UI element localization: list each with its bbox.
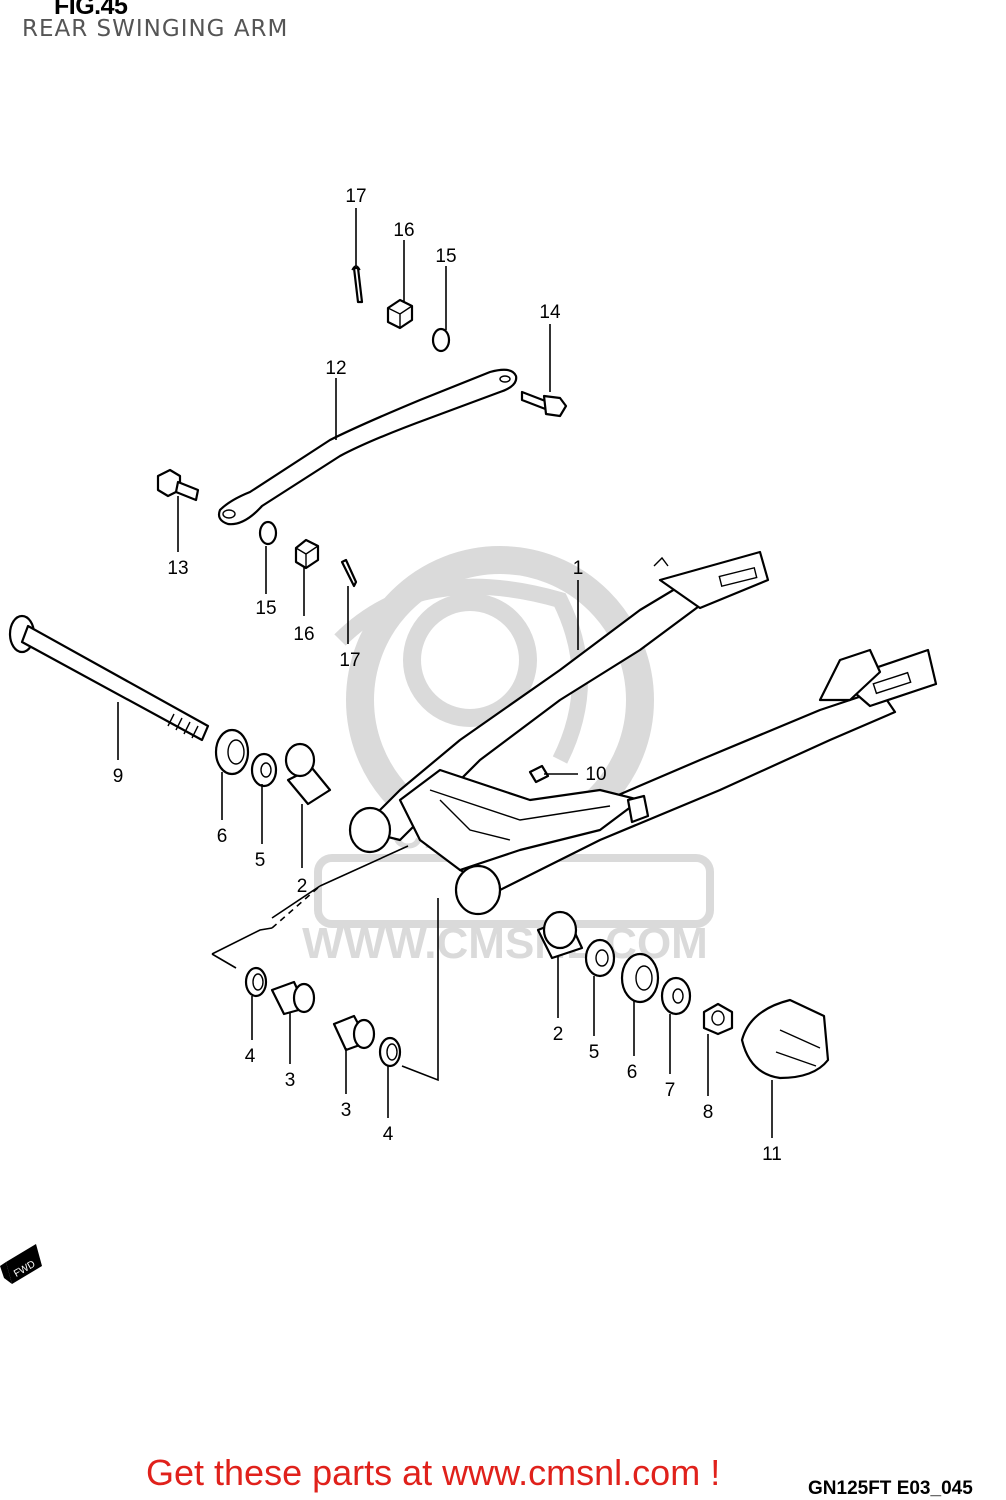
bushing-right-icon [536, 910, 584, 960]
callout-part-9: 9 [113, 766, 124, 787]
pivot-nut-icon [702, 1002, 734, 1036]
figure-number: FIG.45 [54, 0, 128, 20]
callout-part-6-left: 6 [217, 826, 228, 847]
washer-lower-icon [258, 520, 278, 546]
callout-part-6-right: 6 [627, 1062, 638, 1083]
washer-7-icon [660, 976, 692, 1016]
callout-part-3-left: 3 [285, 1070, 296, 1091]
get-parts-link[interactable]: Get these parts at www.cmsnl.com ! [146, 1452, 721, 1493]
cotter-pin-top-icon [351, 265, 364, 304]
callout-part-16-lower: 16 [293, 624, 314, 645]
leader-lines [117, 208, 773, 1138]
diagram-code: GN125FT E03_045 [808, 1478, 973, 1499]
callout-part-4-center: 4 [383, 1124, 394, 1145]
callout-part-17-top: 17 [345, 186, 366, 207]
callout-part-13: 13 [167, 558, 188, 579]
bearing-left-icon [270, 980, 316, 1016]
callout-part-1: 1 [573, 558, 584, 579]
dust-seal-left-icon [214, 728, 250, 776]
torque-link-icon [217, 368, 518, 526]
callout-part-17-lower: 17 [339, 650, 360, 671]
callout-part-8: 8 [703, 1102, 714, 1123]
callout-part-5-left: 5 [255, 850, 266, 871]
circlip-left-icon [244, 966, 268, 998]
forward-direction-badge: FWD [0, 1244, 42, 1284]
nut-top-icon [386, 298, 414, 330]
bolt-14-icon [520, 390, 568, 418]
nut-lower-icon [294, 538, 320, 570]
swinging-arm-icon [348, 550, 938, 916]
washer-5-right-icon [584, 938, 616, 978]
callout-part-14: 14 [539, 302, 561, 323]
bearing-center-icon [332, 1014, 376, 1052]
callout-part-15-top: 15 [435, 246, 456, 267]
callout-part-2-right: 2 [553, 1024, 564, 1045]
cotter-pin-lower-icon [340, 558, 358, 588]
callout-part-15-lower: 15 [255, 598, 276, 619]
callout-part-2-left: 2 [297, 876, 308, 897]
pivot-shaft-icon [8, 614, 210, 742]
circlip-center-icon [378, 1036, 402, 1068]
diagram-title: REAR SWINGING ARM [22, 16, 289, 42]
assembly-guide-lines [211, 845, 439, 1082]
bolt-13-icon [156, 468, 200, 502]
washer-5-left-icon [250, 752, 278, 788]
callout-part-3-center: 3 [341, 1100, 352, 1121]
chain-buffer-icon [740, 998, 830, 1080]
bushing-left-icon [284, 742, 332, 806]
callout-part-4-left: 4 [245, 1046, 256, 1067]
callout-part-12: 12 [325, 358, 346, 379]
grease-nipple-icon [528, 764, 550, 784]
callout-part-10: 10 [585, 764, 606, 785]
callout-part-7: 7 [665, 1080, 676, 1101]
callout-part-16-top: 16 [393, 220, 414, 241]
callout-part-5-right: 5 [589, 1042, 600, 1063]
washer-top-icon [431, 327, 451, 353]
callout-part-11: 11 [762, 1144, 782, 1165]
dust-seal-right-icon [620, 952, 660, 1004]
part-callouts: 1 2 2 3 3 4 4 5 5 6 6 7 8 9 10 11 12 13 … [113, 186, 782, 1165]
